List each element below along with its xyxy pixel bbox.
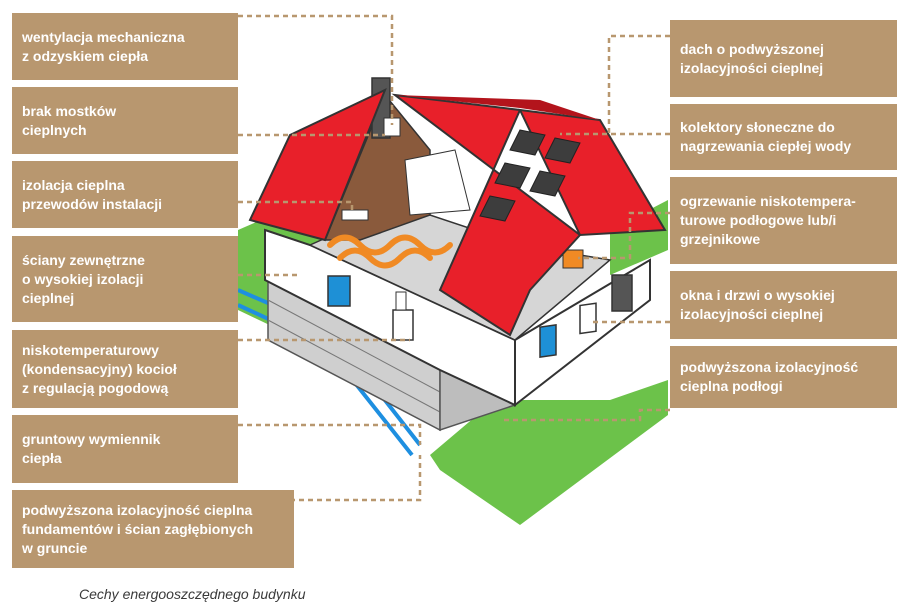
label-roof-insulation: dach o podwyższonej izolacyjności ciepln… <box>670 20 897 97</box>
floor-heating-pipe <box>327 234 453 256</box>
label-ventilation: wentylacja mechaniczna z odzyskiem ciepł… <box>12 13 238 80</box>
label-windows-doors-text: okna i drzwi o wysokiej izolacyjności ci… <box>680 287 835 322</box>
label-exterior-walls: ściany zewnętrzne o wysokiej izolacji ci… <box>12 236 238 322</box>
radiator <box>562 249 584 269</box>
label-roof-insulation-text: dach o podwyższonej izolacyjności ciepln… <box>680 40 824 76</box>
label-pipe-insulation: izolacja cieplna przewodów instalacji <box>12 161 238 228</box>
right-window-1 <box>539 324 557 358</box>
sink <box>341 209 369 221</box>
label-floor-heating: ogrzewanie niskotempera- turowe podłogow… <box>670 177 897 264</box>
label-floor-insulation-text: podwyższona izolacyjność cieplna podłogi <box>680 359 859 394</box>
label-solar-collectors-text: kolektory słoneczne do nagrzewania ciepł… <box>680 119 852 154</box>
solar-collectors-panels <box>479 129 581 222</box>
back-wall <box>404 149 471 216</box>
label-ventilation-text: wentylacja mechaniczna z odzyskiem ciepł… <box>22 28 185 64</box>
label-ground-exchanger: gruntowy wymiennik ciepła <box>12 415 238 483</box>
boiler-unit <box>392 309 414 341</box>
label-windows-doors: okna i drzwi o wysokiej izolacyjności ci… <box>670 271 897 339</box>
label-foundation-insulation-text: podwyższona izolacyjność cieplna fundame… <box>22 501 254 556</box>
grass-bottom <box>430 380 668 525</box>
label-floor-heating-text: ogrzewanie niskotempera- turowe podłogow… <box>680 193 856 247</box>
label-ground-exchanger-text: gruntowy wymiennik ciepła <box>22 431 161 466</box>
label-pipe-insulation-text: izolacja cieplna przewodów instalacji <box>22 176 163 212</box>
label-no-thermal-bridges-text: brak mostków cieplnych <box>22 102 117 138</box>
label-boiler: niskotemperaturowy (kondensacyjny) kocio… <box>12 330 238 408</box>
roof-ridge <box>395 95 600 120</box>
leader-lines <box>238 14 670 502</box>
label-foundation-insulation: podwyższona izolacyjność cieplna fundame… <box>12 490 294 568</box>
right-window-2 <box>579 302 597 335</box>
right-door <box>611 274 633 312</box>
left-window <box>327 275 351 307</box>
label-solar-collectors: kolektory słoneczne do nagrzewania ciepł… <box>670 104 897 170</box>
label-boiler-text: niskotemperaturowy (kondensacyjny) kocio… <box>22 341 177 396</box>
vent-unit <box>383 117 401 137</box>
label-floor-insulation: podwyższona izolacyjność cieplna podłogi <box>670 346 897 408</box>
label-exterior-walls-text: ściany zewnętrzne o wysokiej izolacji ci… <box>22 251 145 306</box>
label-no-thermal-bridges: brak mostków cieplnych <box>12 87 238 154</box>
figure-caption: Cechy energooszczędnego budynku <box>79 586 306 602</box>
